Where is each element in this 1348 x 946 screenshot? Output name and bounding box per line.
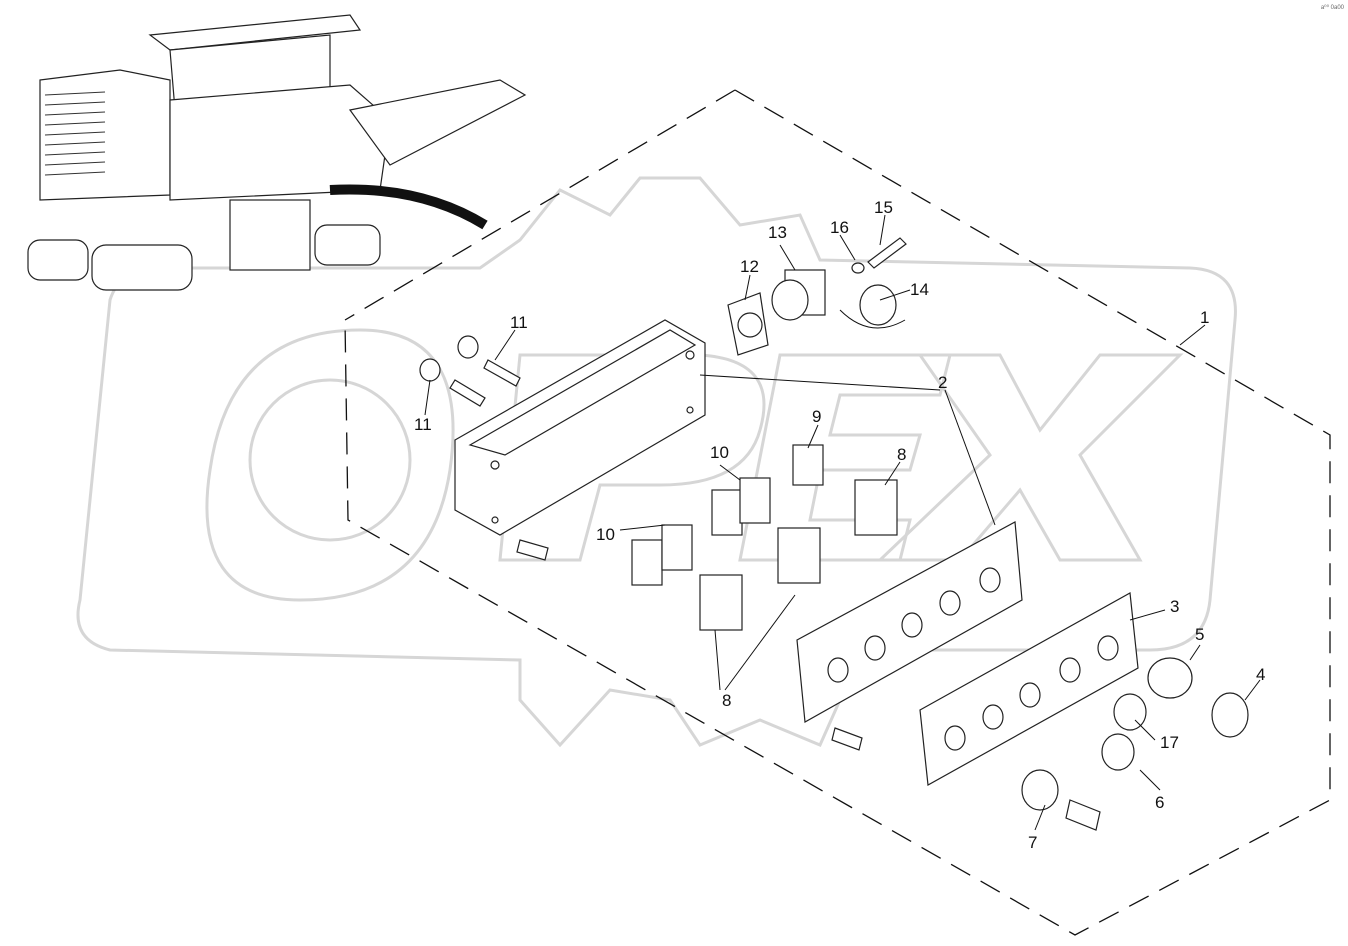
milling-machine-illustration xyxy=(27,14,527,291)
contact-blocks xyxy=(631,444,898,631)
watermark-letter-p xyxy=(498,353,766,562)
connector-cap xyxy=(859,284,897,326)
contact-block xyxy=(661,524,693,571)
key xyxy=(1065,799,1101,831)
callout-4: 4 xyxy=(1256,665,1265,684)
drawing-code: a⁰⁰ 0a00 xyxy=(1320,5,1344,11)
key-switch xyxy=(1021,769,1059,811)
callout-3: 3 xyxy=(1170,597,1179,616)
front-plate xyxy=(796,521,1023,723)
gland-nut-lower xyxy=(419,358,441,382)
screw xyxy=(867,237,907,269)
gasket-hole xyxy=(737,312,763,338)
cap-chain xyxy=(839,309,906,329)
assembly-boundary-top xyxy=(344,89,736,321)
watermark-letter-x xyxy=(876,353,1184,562)
callout-11a: 11 xyxy=(510,313,528,332)
callout-labels: 1 2 3 4 5 6 7 8 8 9 10 10 11 11 12 13 14… xyxy=(414,198,1265,852)
watermark-letter-o xyxy=(205,328,455,602)
callout-16: 16 xyxy=(830,218,849,237)
callout-12: 12 xyxy=(740,257,759,276)
machine-track-1 xyxy=(27,239,89,281)
leader-lines xyxy=(424,214,1261,831)
mounting-adapter xyxy=(777,527,821,584)
seal-ring xyxy=(1147,657,1193,699)
machine-conveyor xyxy=(348,79,527,166)
callout-5: 5 xyxy=(1195,625,1204,644)
contact-block xyxy=(739,477,771,524)
callout-10a: 10 xyxy=(710,443,729,462)
connector-body xyxy=(771,279,809,321)
callout-8a: 8 xyxy=(722,691,731,710)
callout-1: 1 xyxy=(1200,308,1209,327)
mounting-screw xyxy=(516,539,549,561)
callout-10b: 10 xyxy=(596,525,615,544)
callout-15: 15 xyxy=(874,198,893,217)
machine-grille xyxy=(44,91,106,176)
watermark-letter-o-inner xyxy=(248,378,412,542)
gland-upper xyxy=(483,359,521,387)
callout-2: 2 xyxy=(938,373,947,392)
control-box-housing xyxy=(454,319,706,536)
mounting-adapter xyxy=(699,574,743,631)
push-button xyxy=(1211,692,1249,738)
callout-14: 14 xyxy=(910,280,929,299)
callout-8b: 8 xyxy=(897,445,906,464)
machine-track-2 xyxy=(91,244,193,291)
indicator-lamp xyxy=(1113,693,1147,731)
callout-7: 7 xyxy=(1028,833,1037,852)
machine-drum-housing xyxy=(229,199,311,271)
contact-block xyxy=(711,489,743,536)
assembly-boundary xyxy=(344,89,1331,936)
watermark-gear-outline xyxy=(76,176,1237,748)
label-plate xyxy=(919,592,1139,786)
contact-block xyxy=(792,444,824,486)
machine-body xyxy=(169,84,391,201)
washer xyxy=(851,262,865,274)
callout-11b: 11 xyxy=(414,415,432,434)
opex-watermark xyxy=(76,176,1237,748)
callout-6: 6 xyxy=(1155,793,1164,812)
machine-track-3 xyxy=(314,224,381,266)
gland-lower xyxy=(449,379,486,407)
machine-canopy xyxy=(148,14,362,51)
machine-engine-housing xyxy=(39,69,171,201)
callout-9: 9 xyxy=(812,407,821,426)
mounting-adapter xyxy=(854,479,898,536)
callout-13: 13 xyxy=(768,223,787,242)
contact-block xyxy=(631,539,663,586)
callout-17: 17 xyxy=(1160,733,1179,752)
machine-cable xyxy=(329,184,488,230)
gland-nut-upper xyxy=(457,335,479,359)
watermark-letter-e xyxy=(738,353,952,562)
selector-switch xyxy=(1101,733,1135,771)
mounting-screw xyxy=(831,727,863,751)
